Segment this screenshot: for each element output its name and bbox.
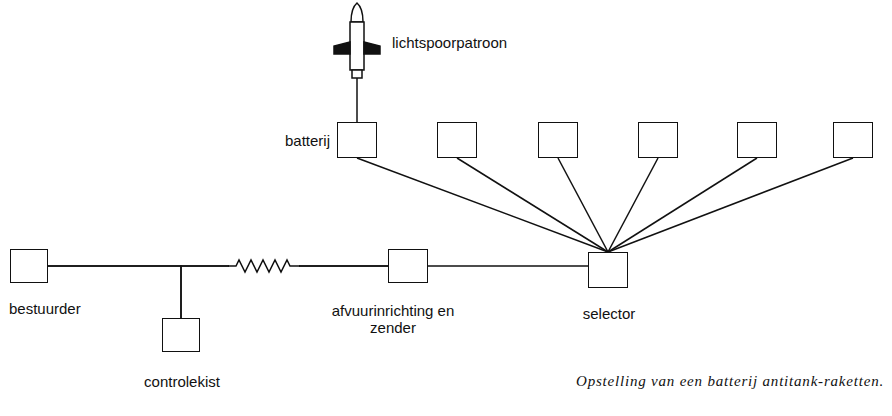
wire bbox=[357, 158, 608, 252]
resistor-ground bbox=[229, 256, 299, 276]
box-label: selector bbox=[583, 305, 636, 322]
rocket-nose bbox=[351, 3, 363, 22]
box: batterij bbox=[337, 122, 377, 158]
rocket-wire bbox=[356, 78, 358, 122]
box: selector bbox=[588, 252, 628, 288]
resistor-zigzag bbox=[228, 260, 300, 272]
rocket-fin bbox=[334, 42, 350, 54]
rocket-tail bbox=[352, 70, 362, 78]
box-label: afvuurinrichting en zender bbox=[323, 302, 463, 336]
rocket-fin bbox=[364, 42, 380, 54]
box bbox=[833, 122, 873, 158]
box bbox=[437, 122, 477, 158]
resistor-symbol bbox=[228, 256, 300, 276]
box bbox=[737, 122, 777, 158]
wire bbox=[608, 158, 853, 252]
figure-caption: Opstelling van een batterij antitank-rak… bbox=[576, 373, 884, 390]
box bbox=[638, 122, 678, 158]
wire bbox=[608, 158, 757, 252]
tracer-rocket bbox=[334, 3, 380, 122]
rocket-body bbox=[350, 22, 364, 70]
wire bbox=[457, 158, 608, 252]
box-label: bestuurder bbox=[9, 300, 81, 317]
box-label: batterij bbox=[285, 132, 330, 149]
part-name: lichtspoorpatroon bbox=[392, 34, 507, 51]
wire bbox=[558, 158, 608, 252]
wire bbox=[608, 158, 658, 252]
box bbox=[538, 122, 578, 158]
wire bbox=[428, 265, 588, 267]
box: afvuurinrichting en zender bbox=[388, 249, 428, 283]
box-label: controlekist bbox=[144, 373, 220, 390]
box: bestuurder bbox=[10, 249, 48, 283]
box: controlekist bbox=[162, 318, 200, 352]
